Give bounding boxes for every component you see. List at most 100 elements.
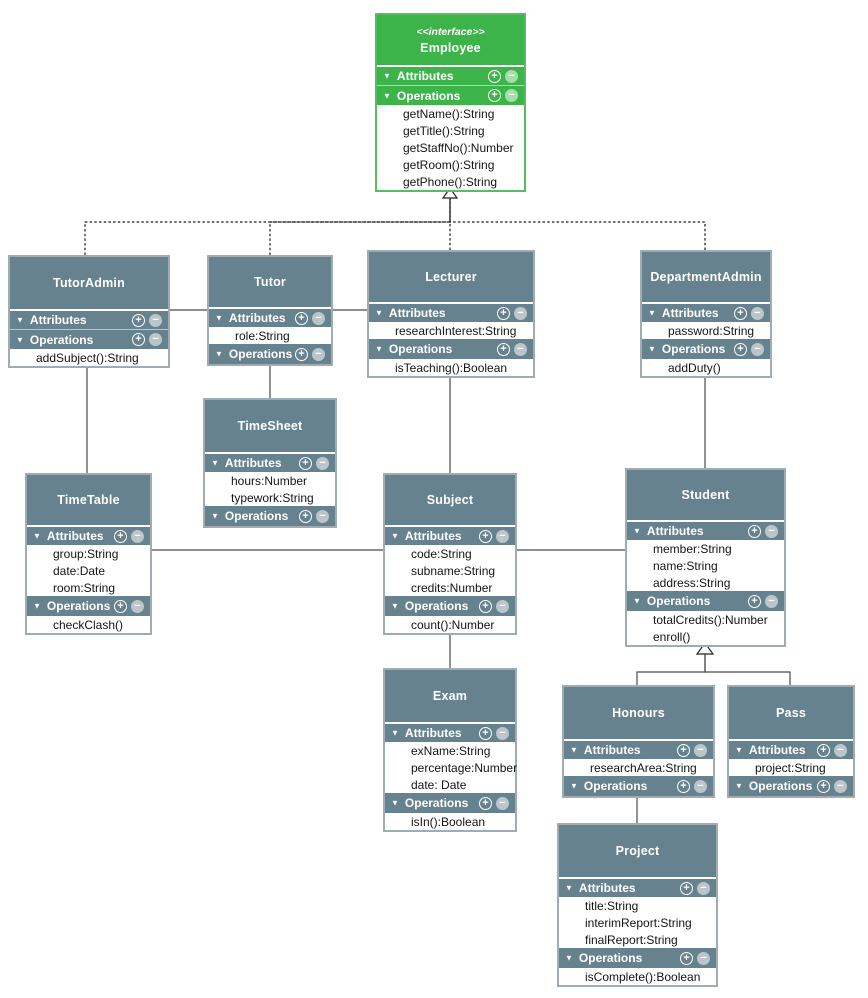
add-operation-button[interactable]: +	[497, 342, 510, 356]
collapse-icon[interactable]: ▼	[383, 91, 391, 100]
remove-attribute-button[interactable]: −	[496, 529, 509, 543]
class-tutorAdmin[interactable]: TutorAdmin▼Attributes+−▼Operations+−addS…	[8, 255, 170, 368]
collapse-icon[interactable]: ▼	[33, 531, 41, 541]
remove-attribute-button[interactable]: −	[496, 726, 509, 740]
add-operation-button[interactable]: +	[488, 89, 501, 102]
collapse-icon[interactable]: ▼	[633, 526, 641, 536]
class-subject-operation-item[interactable]: count():Number	[385, 616, 515, 633]
class-tutor-attribute-item[interactable]: role:String	[209, 327, 331, 344]
collapse-icon[interactable]: ▼	[391, 601, 399, 611]
collapse-icon[interactable]: ▼	[570, 745, 578, 755]
add-attribute-button[interactable]: +	[114, 529, 127, 543]
edge-realization-tutoradmin-employee[interactable]	[84, 198, 451, 255]
add-attribute-button[interactable]: +	[817, 743, 830, 757]
class-lecturer[interactable]: Lecturer▼Attributes+−researchInterest:St…	[367, 250, 535, 378]
class-employee[interactable]: <<interface>>Employee▼Attributes+−▼Opera…	[375, 13, 526, 192]
class-timeTable-attribute-item[interactable]: date:Date	[27, 562, 150, 579]
remove-operation-button[interactable]: −	[312, 347, 325, 361]
add-operation-button[interactable]: +	[479, 796, 492, 810]
add-operation-button[interactable]: +	[680, 951, 693, 965]
collapse-icon[interactable]: ▼	[570, 781, 578, 791]
edge-generalization-pass-student[interactable]	[704, 654, 791, 685]
remove-attribute-button[interactable]: −	[514, 306, 527, 320]
add-attribute-button[interactable]: +	[479, 529, 492, 543]
class-timeSheet-header[interactable]: TimeSheet	[205, 400, 335, 452]
class-tutorAdmin-operation-item[interactable]: addSubject():String	[10, 349, 168, 366]
class-exam-attribute-item[interactable]: percentage:Number	[385, 759, 517, 776]
class-employee-operation-item[interactable]: getName():String	[377, 105, 524, 122]
add-attribute-button[interactable]: +	[299, 456, 312, 470]
class-student-attribute-item[interactable]: name:String	[627, 557, 784, 574]
remove-operation-button[interactable]: −	[496, 796, 509, 810]
remove-operation-button[interactable]: −	[697, 951, 710, 965]
collapse-icon[interactable]: ▼	[565, 883, 573, 893]
collapse-icon[interactable]: ▼	[33, 601, 41, 611]
class-student-operation-item[interactable]: totalCredits():Number	[627, 611, 784, 628]
remove-operation-button[interactable]: −	[316, 509, 329, 523]
class-lecturer-header[interactable]: Lecturer	[369, 252, 533, 302]
remove-operation-button[interactable]: −	[149, 333, 162, 346]
collapse-icon[interactable]: ▼	[16, 335, 24, 344]
add-attribute-button[interactable]: +	[488, 69, 501, 83]
add-attribute-button[interactable]: +	[748, 524, 761, 538]
class-subject-header[interactable]: Subject	[385, 475, 515, 525]
class-pass-attribute-item[interactable]: project:String	[729, 759, 853, 776]
add-attribute-button[interactable]: +	[295, 311, 308, 325]
class-timeSheet-attribute-item[interactable]: typework:String	[205, 489, 335, 506]
class-tutor[interactable]: Tutor▼Attributes+−role:String▼Operations…	[207, 255, 333, 366]
add-attribute-button[interactable]: +	[734, 306, 747, 320]
collapse-icon[interactable]: ▼	[215, 313, 223, 323]
class-lecturer-attribute-item[interactable]: researchInterest:String	[369, 322, 533, 339]
remove-attribute-button[interactable]: −	[149, 313, 162, 327]
remove-operation-button[interactable]: −	[131, 599, 144, 613]
add-operation-button[interactable]: +	[114, 599, 127, 613]
class-tutor-header[interactable]: Tutor	[209, 257, 331, 307]
class-pass-header[interactable]: Pass	[729, 687, 853, 739]
class-departmentAdmin-attribute-item[interactable]: password:String	[642, 322, 770, 339]
class-departmentAdmin[interactable]: DepartmentAdmin▼Attributes+−password:Str…	[640, 250, 772, 378]
add-operation-button[interactable]: +	[299, 509, 312, 523]
remove-operation-button[interactable]: −	[514, 342, 527, 356]
class-project-attribute-item[interactable]: interimReport:String	[559, 914, 716, 931]
class-exam-header[interactable]: Exam	[385, 670, 515, 722]
class-student-operation-item[interactable]: enroll()	[627, 628, 784, 645]
add-operation-button[interactable]: +	[132, 333, 145, 346]
class-lecturer-operation-item[interactable]: isTeaching():Boolean	[369, 359, 533, 376]
collapse-icon[interactable]: ▼	[633, 596, 641, 606]
class-employee-operation-item[interactable]: getTitle():String	[377, 122, 524, 139]
collapse-icon[interactable]: ▼	[383, 71, 391, 81]
collapse-icon[interactable]: ▼	[211, 511, 219, 521]
add-operation-button[interactable]: +	[817, 779, 830, 793]
class-departmentAdmin-operation-item[interactable]: addDuty()	[642, 359, 770, 376]
class-honours[interactable]: Honours▼Attributes+−researchArea:String▼…	[562, 685, 715, 798]
class-departmentAdmin-header[interactable]: DepartmentAdmin	[642, 252, 770, 302]
collapse-icon[interactable]: ▼	[648, 308, 656, 318]
class-project-attribute-item[interactable]: finalReport:String	[559, 931, 716, 948]
collapse-icon[interactable]: ▼	[391, 798, 399, 808]
add-operation-button[interactable]: +	[748, 594, 761, 608]
class-timeTable-header[interactable]: TimeTable	[27, 475, 150, 525]
collapse-icon[interactable]: ▼	[735, 745, 743, 755]
class-timeTable-attribute-item[interactable]: group:String	[27, 545, 150, 562]
class-subject-attribute-item[interactable]: subname:String	[385, 562, 515, 579]
class-exam-operation-item[interactable]: isIn():Boolean	[385, 813, 515, 830]
collapse-icon[interactable]: ▼	[391, 728, 399, 738]
remove-attribute-button[interactable]: −	[694, 743, 707, 757]
class-employee-operation-item[interactable]: getPhone():String	[377, 173, 524, 190]
class-student-header[interactable]: Student	[627, 470, 784, 520]
class-honours-attribute-item[interactable]: researchArea:String	[564, 759, 713, 776]
class-student-attribute-item[interactable]: address:String	[627, 574, 784, 591]
collapse-icon[interactable]: ▼	[375, 344, 383, 354]
add-attribute-button[interactable]: +	[479, 726, 492, 740]
add-operation-button[interactable]: +	[479, 599, 492, 613]
collapse-icon[interactable]: ▼	[211, 458, 219, 468]
class-pass[interactable]: Pass▼Attributes+−project:String▼Operatio…	[727, 685, 855, 798]
add-operation-button[interactable]: +	[734, 342, 747, 356]
class-timeSheet-attribute-item[interactable]: hours:Number	[205, 472, 335, 489]
